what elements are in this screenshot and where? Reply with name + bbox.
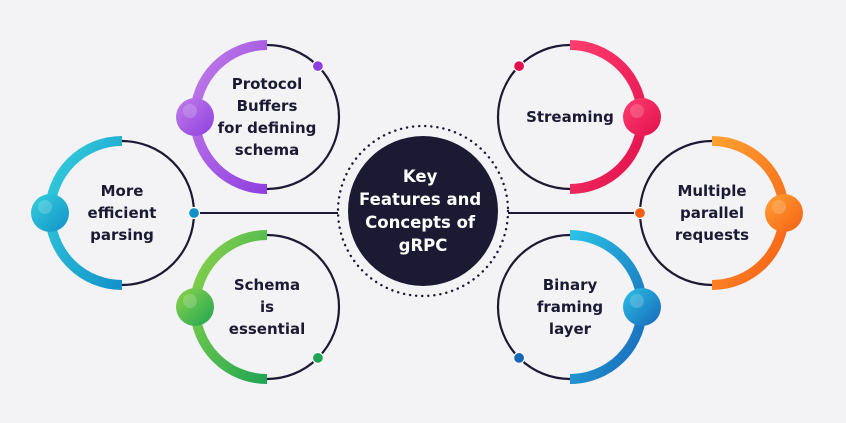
badge-shine — [630, 294, 644, 308]
center-title-line: Concepts of — [365, 213, 476, 232]
center-dotted-ring — [336, 124, 510, 298]
feature-label-line: requests — [675, 226, 749, 244]
feature-label-line: parsing — [90, 226, 154, 244]
feature-label-line: Binary — [543, 276, 598, 294]
connector-dot — [311, 59, 325, 73]
center-title: Key Features and Concepts of gRPC — [359, 167, 487, 255]
feature-label-line: essential — [229, 320, 305, 338]
feature-node-binary-framing-layer: Binary framing layer — [496, 230, 661, 384]
badge-shine — [772, 200, 786, 214]
feature-badge-icon — [176, 288, 214, 326]
center-disc — [348, 136, 498, 286]
feature-label: Streaming — [526, 108, 614, 126]
feature-label-line: Buffers — [237, 97, 298, 115]
feature-label: Schema is essential — [229, 276, 305, 338]
connector-dot — [512, 351, 526, 365]
feature-label-line: efficient — [88, 204, 157, 222]
badge-shine — [183, 294, 197, 308]
feature-label: Multiple parallel requests — [675, 182, 749, 244]
connector-dot — [512, 59, 526, 73]
feature-label-line: parallel — [680, 204, 744, 222]
feature-label-line: for defining — [218, 119, 317, 137]
feature-label-line: layer — [549, 320, 592, 338]
feature-label-line: Protocol — [232, 75, 303, 93]
feature-label: Binary framing layer — [537, 276, 603, 338]
feature-node-streaming: Streaming — [496, 40, 661, 194]
feature-label-line: Schema — [234, 276, 300, 294]
feature-label-line: schema — [235, 141, 299, 159]
feature-label-line: Multiple — [677, 182, 746, 200]
feature-label-line: framing — [537, 298, 603, 316]
connector-dot — [311, 351, 325, 365]
badge-shine — [38, 200, 52, 214]
feature-badge-icon — [623, 98, 661, 136]
connector-dot — [187, 206, 201, 220]
feature-node-more-efficient-parsing: More efficient parsing — [31, 136, 201, 290]
center-title-line: Key — [403, 167, 438, 186]
connector-dot — [633, 206, 647, 220]
feature-badge-icon — [765, 194, 803, 232]
feature-badge-icon — [176, 98, 214, 136]
feature-badge-icon — [623, 288, 661, 326]
feature-node-schema-is-essential: Schema is essential — [176, 230, 341, 384]
feature-label-line: More — [101, 182, 144, 200]
center-title-line: Features and — [359, 190, 481, 209]
feature-label: More efficient parsing — [88, 182, 157, 244]
badge-shine — [183, 104, 197, 118]
center-title-line: gRPC — [399, 236, 448, 255]
feature-badge-icon — [31, 194, 69, 232]
center-node: Key Features and Concepts of gRPC — [336, 124, 510, 298]
badge-shine — [630, 104, 644, 118]
feature-node-multiple-parallel-requests: Multiple parallel requests — [633, 136, 803, 290]
feature-label-line: is — [260, 298, 274, 316]
feature-label-line: Streaming — [526, 108, 614, 126]
